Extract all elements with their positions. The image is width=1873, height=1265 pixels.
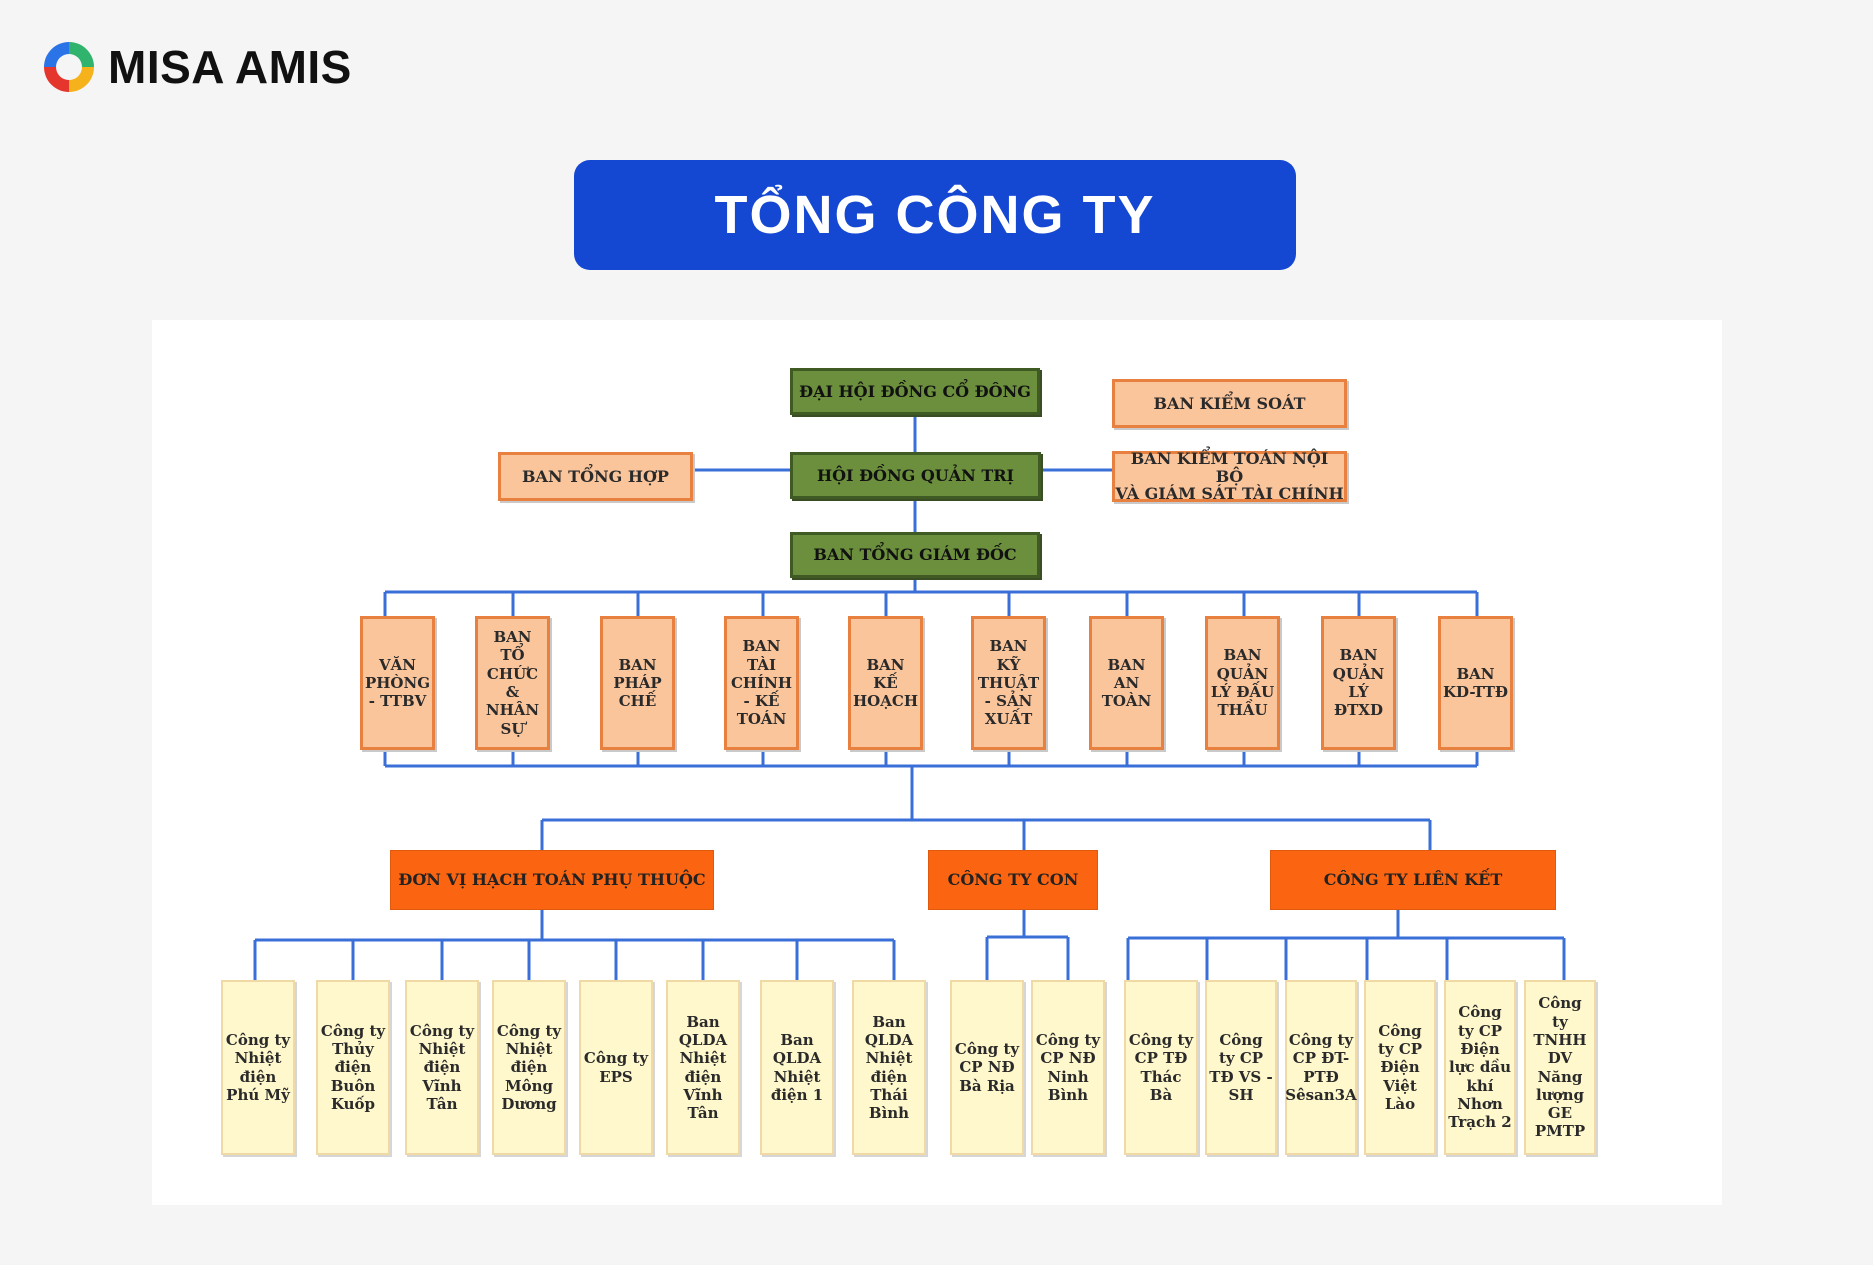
executive-board-box: BAN TỔNG GIÁM ĐỐC [790, 532, 1040, 578]
unit-box: Công ty CP NĐ Bà Rịa [950, 980, 1024, 1155]
page-title-banner: TỔNG CÔNG TY [574, 160, 1296, 270]
dept-box: VĂN PHÒNG - TTBV [360, 616, 435, 750]
shareholders-box: ĐẠI HỘI ĐỒNG CỔ ĐÔNG [790, 368, 1040, 415]
unit-box: Công ty TNHH DV Năng lượng GE PMTP [1524, 980, 1596, 1155]
dept-box: BAN KỸ THUẬT - SẢN XUẤT [971, 616, 1046, 750]
subsidiaries-header: CÔNG TY CON [928, 850, 1098, 910]
dependent-units-header: ĐƠN VỊ HẠCH TOÁN PHỤ THUỘC [390, 850, 714, 910]
unit-box: Công ty Nhiệt điện Vĩnh Tân [405, 980, 479, 1155]
dept-box: BAN QUẢN LÝ ĐẤU THẦU [1205, 616, 1280, 750]
dept-box: BAN KD-TTĐ [1438, 616, 1513, 750]
dept-box: BAN AN TOÀN [1089, 616, 1164, 750]
unit-box: Công ty CP Điện lực dầu khí Nhơn Trạch 2 [1444, 980, 1516, 1155]
unit-box: Công ty CP ĐT-PTĐ Sêsan3A [1285, 980, 1357, 1155]
internal-audit-box: BAN KIỂM TOÁN NỘI BỘ VÀ GIÁM SÁT TÀI CHÍ… [1112, 450, 1347, 503]
unit-box: Công ty CP TĐ Thác Bà [1124, 980, 1198, 1155]
unit-box: Công ty Nhiệt điện Phú Mỹ [221, 980, 295, 1155]
board-of-directors-box: HỘI ĐỒNG QUẢN TRỊ [790, 452, 1041, 499]
org-chart: ĐẠI HỘI ĐỒNG CỔ ĐÔNG BAN KIỂM SOÁT BAN T… [152, 320, 1722, 1205]
dept-box: BAN KẾ HOẠCH [848, 616, 923, 750]
unit-box: Công ty Thủy điện Buôn Kuốp [316, 980, 390, 1155]
unit-box: Ban QLDA Nhiệt điện Vĩnh Tân [666, 980, 740, 1155]
dept-box: BAN QUẢN LÝ ĐTXD [1321, 616, 1396, 750]
general-affairs-box: BAN TỔNG HỢP [498, 452, 693, 501]
brand-name: MISA AMIS [108, 41, 352, 93]
org-chart-connectors [253, 415, 1566, 980]
affiliates-header: CÔNG TY LIÊN KẾT [1270, 850, 1556, 910]
unit-box: Công ty CP NĐ Ninh Bình [1031, 980, 1105, 1155]
supervisory-box: BAN KIỂM SOÁT [1112, 379, 1347, 428]
unit-box: Công ty Nhiệt điện Mông Dương [492, 980, 566, 1155]
dept-box: BAN PHÁP CHẾ [600, 616, 675, 750]
unit-box: Ban QLDA Nhiệt điện Thái Bình [852, 980, 926, 1155]
unit-box: Công ty CP Điện Việt Lào [1364, 980, 1436, 1155]
misa-amis-logo-icon [44, 42, 94, 92]
unit-box: Công ty CP TĐ VS -SH [1205, 980, 1277, 1155]
unit-box: Ban QLDA Nhiệt điện 1 [760, 980, 834, 1155]
brand-logo[interactable]: MISA AMIS [40, 38, 352, 96]
unit-box: Công ty EPS [579, 980, 653, 1155]
dept-box: BAN TÀI CHÍNH - KẾ TOÁN [724, 616, 799, 750]
dept-box: BAN TỔ CHỨC & NHÂN SỰ [475, 616, 550, 750]
